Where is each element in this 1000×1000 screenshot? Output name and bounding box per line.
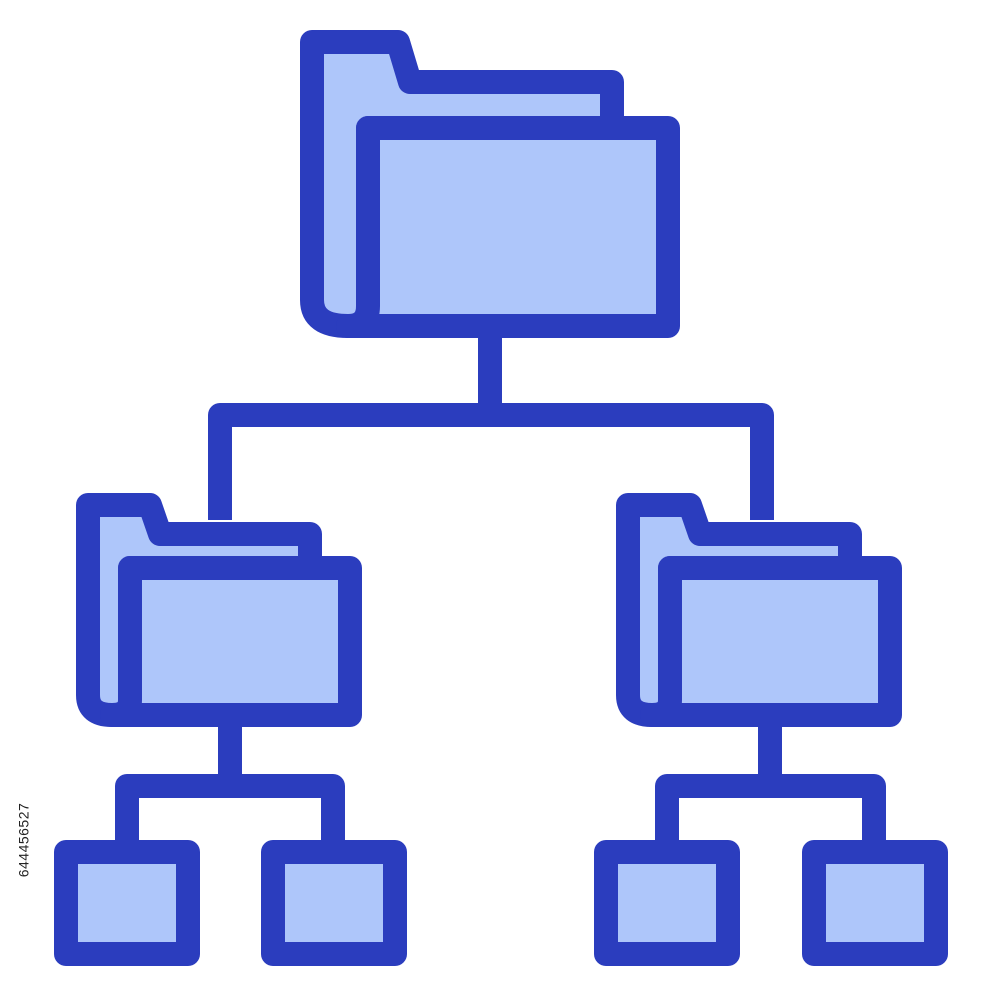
branch-bus <box>208 403 774 520</box>
left-leaf-bus <box>115 774 345 850</box>
file-box-icon <box>594 840 740 966</box>
right-leaf-bus <box>655 774 886 850</box>
right-folder-front <box>640 556 902 727</box>
root-folder-front <box>336 116 680 338</box>
file-box-icon <box>802 840 948 966</box>
right-folder-icon <box>616 493 902 727</box>
leaf-boxes <box>54 840 948 966</box>
file-box-icon <box>54 840 200 966</box>
left-folder-front <box>100 556 362 727</box>
stock-id-text: 644456527 <box>15 802 32 878</box>
left-folder-icon <box>76 493 362 727</box>
root-folder-icon <box>300 30 680 338</box>
stock-watermark: 644456527 <box>8 760 38 920</box>
file-box-icon <box>261 840 407 966</box>
